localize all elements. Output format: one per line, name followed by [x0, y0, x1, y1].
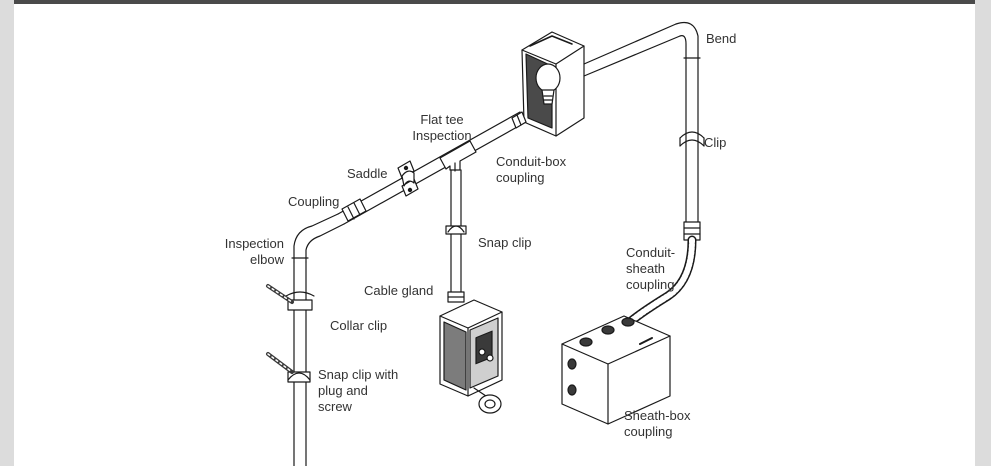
label-conduit-sheath-line2: sheath — [626, 261, 666, 276]
label-clip: Clip — [704, 135, 727, 150]
inspection-elbow — [291, 213, 345, 263]
label-conduit-sheath-coupling: Conduit- sheath coupling — [626, 245, 675, 293]
label-sheath-box-line2: coupling — [624, 424, 673, 439]
right-clip — [679, 131, 705, 147]
drop-snap-clip — [445, 225, 467, 235]
label-snap-clip-plug-screw: Snap clip with plug and screw — [318, 367, 398, 415]
flexible-sheath — [625, 235, 697, 327]
plug-ring — [473, 387, 502, 414]
right-margin — [975, 0, 991, 466]
conduit-box-coupling — [511, 111, 527, 129]
label-conduit-sheath-line3: coupling — [626, 277, 675, 292]
label-conduit-box-line1: Conduit-box — [496, 154, 567, 169]
label-inspection-elbow-line2: elbow — [250, 252, 284, 267]
coupling — [341, 198, 367, 222]
label-conduit-box-coupling: Conduit-box coupling — [496, 154, 566, 186]
label-bend: Bend — [706, 31, 737, 46]
switch-box — [439, 299, 503, 397]
label-coupling: Coupling — [288, 194, 340, 209]
label-inspection-elbow: Inspection elbow — [200, 236, 284, 268]
label-saddle: Saddle — [347, 166, 388, 181]
label-collar-clip: Collar clip — [330, 318, 388, 333]
flat-tee — [439, 140, 477, 172]
conduit-sheath-coupling — [683, 221, 701, 241]
label-flat-tee-line1: Flat tee — [420, 112, 464, 127]
label-flat-tee-inspection: Flat tee Inspection — [404, 112, 480, 144]
cable-gland — [447, 291, 465, 303]
label-inspection-elbow-line1: Inspection — [224, 236, 284, 251]
label-cable-gland: Cable gland — [364, 283, 434, 298]
label-conduit-sheath-line1: Conduit- — [626, 245, 676, 260]
collar-clip — [266, 284, 315, 311]
sheath-box — [561, 315, 671, 425]
top-conduit — [583, 23, 681, 77]
conduit-box — [521, 31, 585, 137]
label-flat-tee-line2: Inspection — [412, 128, 472, 143]
saddle — [397, 160, 419, 197]
left-margin — [0, 0, 14, 466]
label-sheath-box-line1: Sheath-box — [624, 408, 691, 423]
left-vertical-conduit — [293, 261, 307, 466]
label-snap-clip-plug-line2: plug and — [318, 383, 368, 398]
label-snap-clip-plug-line1: Snap clip with — [318, 367, 399, 382]
main-diagonal-conduit — [337, 111, 527, 225]
label-conduit-box-line2: coupling — [496, 170, 545, 185]
label-snap-clip-plug-line3: screw — [318, 399, 352, 414]
label-sheath-box-coupling: Sheath-box coupling — [624, 408, 691, 440]
top-rule — [14, 0, 975, 4]
label-snap-clip: Snap clip — [478, 235, 532, 250]
snap-clip-with-plug — [266, 352, 311, 383]
right-vertical-conduit — [685, 57, 699, 223]
bend — [675, 21, 701, 59]
tee-drop-conduit — [450, 169, 462, 301]
